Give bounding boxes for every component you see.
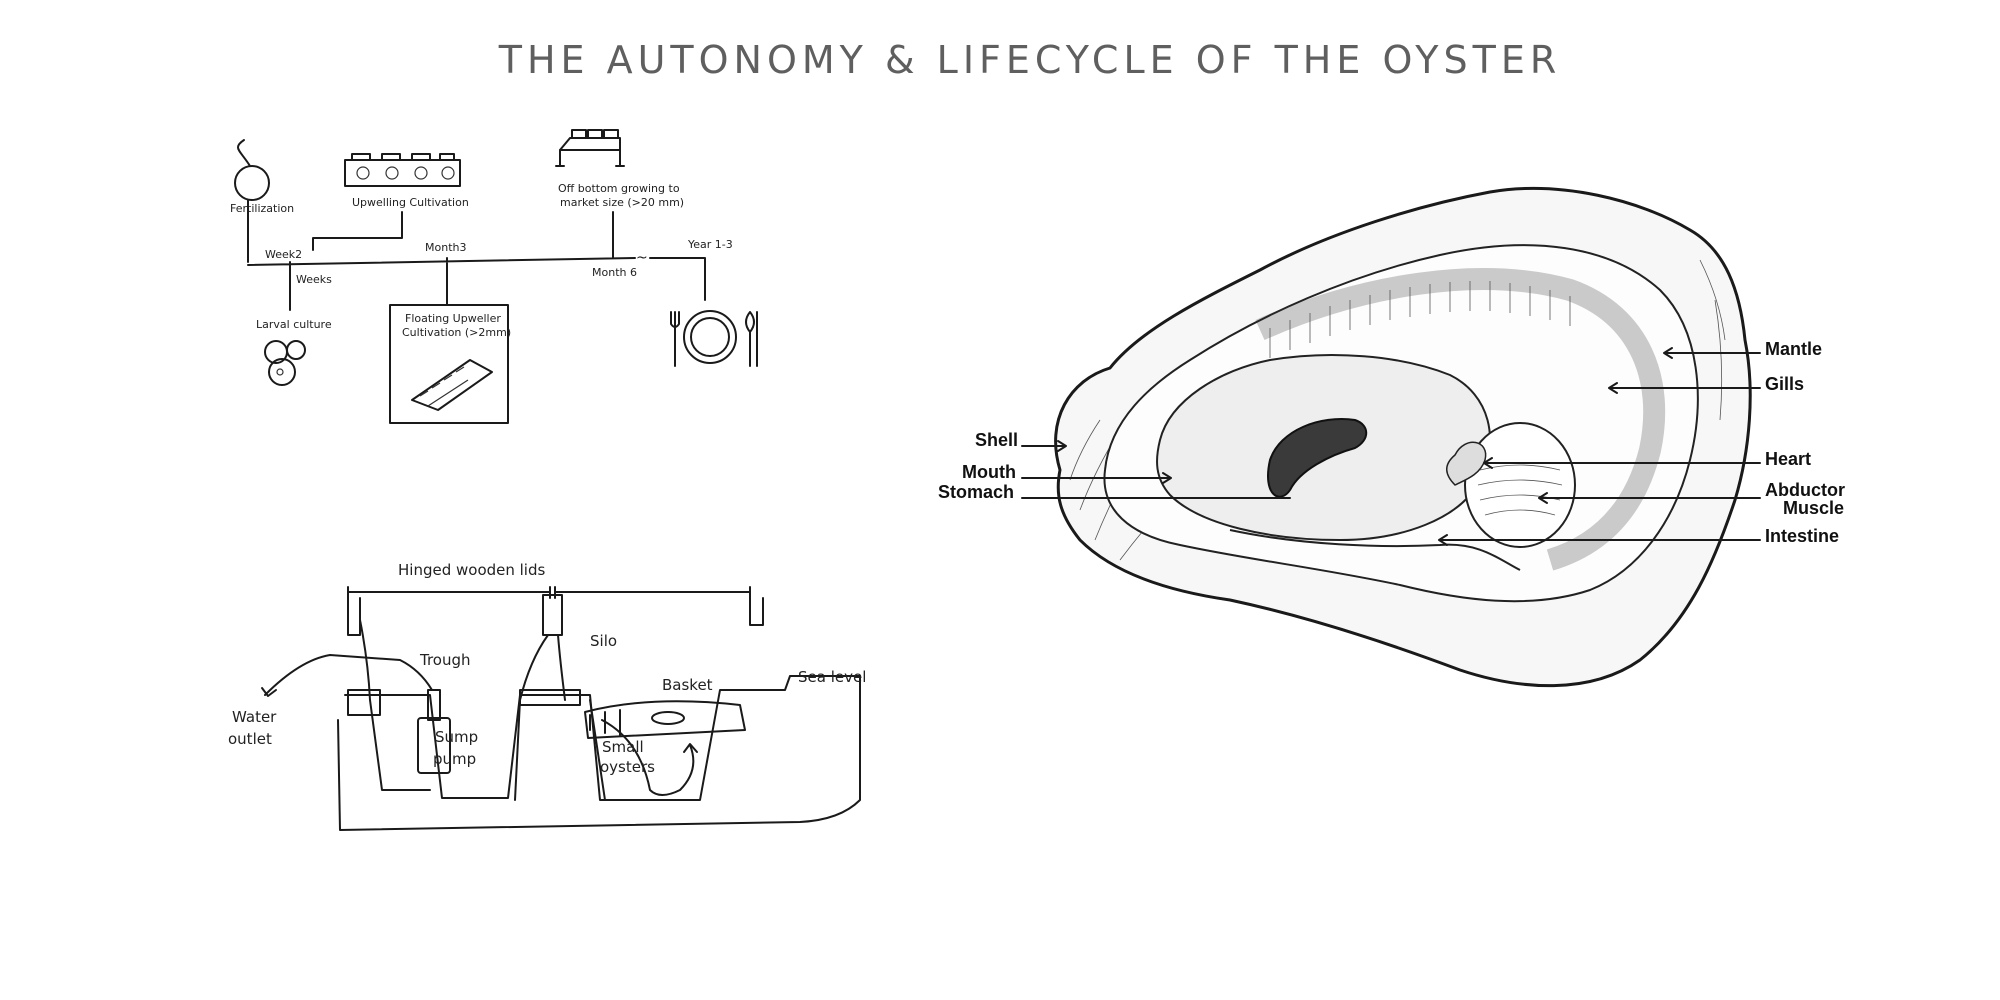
basket-label: Basket xyxy=(662,676,713,694)
floating-label-2: Cultivation (>2mm) xyxy=(402,326,511,339)
upweller-diagram: Hinged wooden lids Trough Silo Basket Se… xyxy=(228,561,866,831)
upwelling-tanks-icon xyxy=(344,153,461,187)
month3-label: Month3 xyxy=(425,241,466,254)
fertilization-icon xyxy=(234,139,270,201)
water-label: Water xyxy=(232,708,277,726)
oysters-label: oysters xyxy=(600,758,655,776)
timeline-tilde: ~ xyxy=(636,250,648,266)
off-bottom-label-2: market size (>20 mm) xyxy=(560,196,684,209)
larval-cells-icon xyxy=(264,340,306,386)
small-label: Small xyxy=(602,738,644,756)
gills-label: Gills xyxy=(1765,374,1804,394)
larval-culture-label: Larval culture xyxy=(256,318,332,331)
sea-level-label: Sea level xyxy=(798,668,866,686)
sump-label: Sump xyxy=(435,728,478,746)
year-label: Year 1-3 xyxy=(687,238,733,251)
plate-cutlery-icon xyxy=(670,310,758,367)
floating-upweller-box xyxy=(389,304,509,424)
upwelling-label: Upwelling Cultivation xyxy=(352,196,469,209)
shell-label: Shell xyxy=(975,430,1018,450)
hinged-lids-label: Hinged wooden lids xyxy=(398,561,545,579)
mouth-label: Mouth xyxy=(962,462,1016,482)
abductor-label-2: Muscle xyxy=(1783,498,1844,518)
fertilization-label: Fertilization xyxy=(230,202,294,215)
stomach-label: Stomach xyxy=(938,482,1014,502)
heart-label: Heart xyxy=(1765,449,1811,469)
intestine-label: Intestine xyxy=(1765,526,1839,546)
mantle-label: Mantle xyxy=(1765,339,1822,359)
oyster-anatomy-diagram: Mantle Gills Heart Abductor Muscle Intes… xyxy=(938,186,1845,688)
floating-label-1: Floating Upweller xyxy=(405,312,501,325)
month6-label: Month 6 xyxy=(592,266,637,279)
outlet-label: outlet xyxy=(228,730,272,748)
page-title: THE AUTONOMY & LIFECYCLE OF THE OYSTER xyxy=(498,38,1562,82)
off-bottom-table-icon xyxy=(555,129,625,167)
weeks-label: Weeks xyxy=(296,273,332,286)
abductor-label-1: Abductor xyxy=(1765,480,1845,500)
lifecycle-diagram: Fertilization Upwelling Cultivation Off … xyxy=(230,129,758,424)
week2-label: Week2 xyxy=(265,248,302,261)
silo-label: Silo xyxy=(590,632,617,650)
trough-label: Trough xyxy=(419,651,471,669)
pump-label: pump xyxy=(433,750,476,768)
off-bottom-label-1: Off bottom growing to xyxy=(558,182,680,195)
